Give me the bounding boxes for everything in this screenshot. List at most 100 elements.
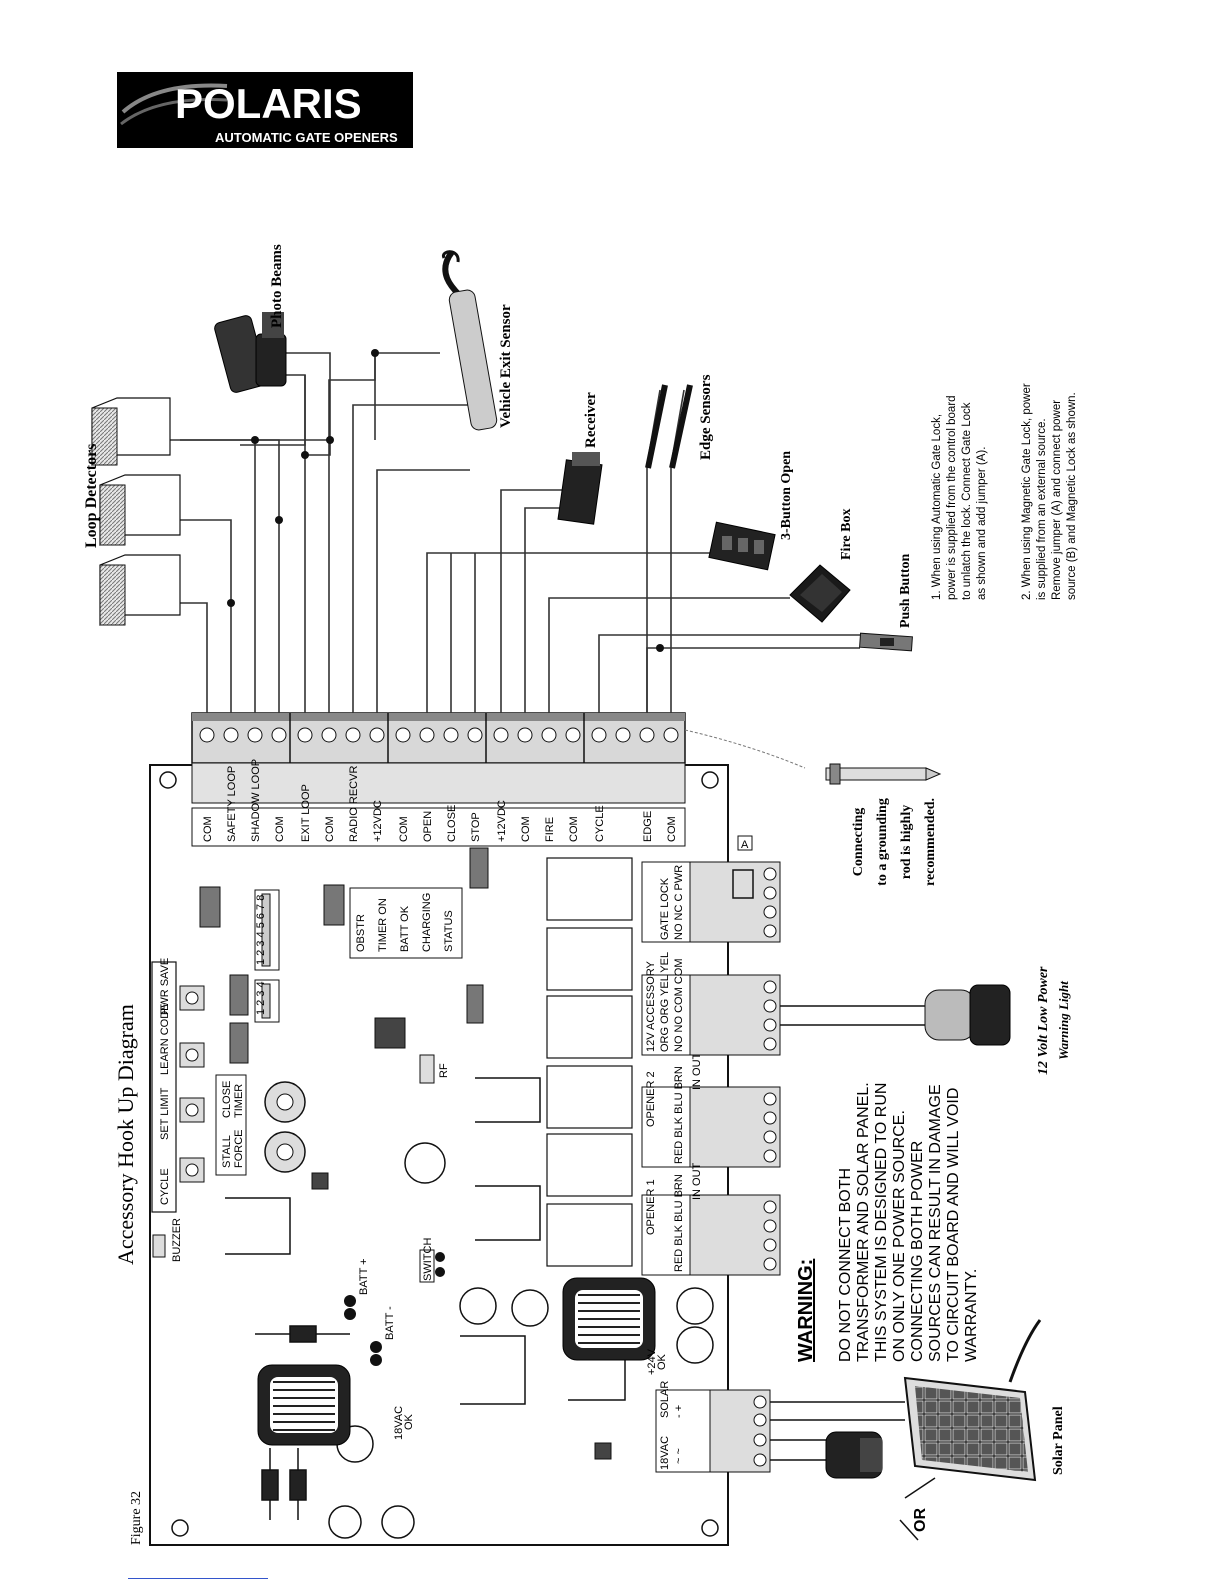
solar-label-1: SOLAR	[659, 1381, 671, 1418]
warning-line-3: THIS SYSTEM IS DESIGNED TO RUN	[873, 1083, 890, 1362]
button-label-strip	[151, 961, 177, 1213]
set-limit-button	[179, 1097, 205, 1123]
status-leds: OBSTR TIMER ON BATT OK CHARGING STATUS	[349, 887, 463, 959]
rf-connector: RF	[419, 1054, 450, 1084]
warning-line-6: SOURCES CAN RESULT IN DAMAGE	[927, 1084, 944, 1362]
warning-block: WARNING: DO NOT CONNECT BOTH TRANSFORMER…	[795, 1082, 980, 1362]
photo-beams-label: Photo Beams	[269, 244, 285, 328]
vac-term-label-1: 18VAC	[659, 1436, 671, 1470]
gate-lock-terminal: GATE LOCK NO NC C PWR A	[641, 835, 781, 943]
solar-label-2: - +	[673, 1405, 685, 1418]
close-timer-label-1: CLOSE	[221, 1081, 233, 1118]
btn-label-pwr-save: PWR SAVE	[159, 958, 171, 1015]
notes: 1. When using Automatic Gate Lock, power…	[931, 383, 1078, 600]
or-label: OR	[912, 1508, 929, 1532]
fire-box-label: Fire Box	[839, 509, 854, 560]
diodes	[255, 1325, 350, 1520]
term-safety-loop: SAFETY LOOP	[226, 766, 238, 842]
capacitors	[328, 1142, 714, 1539]
dip2-numbers: 1 2 3 4 5 6 7 8	[255, 895, 267, 965]
term-radio-recvr: RADIO RECVR	[348, 766, 360, 842]
grounding-label: Connecting to a grounding rod is highly …	[851, 798, 938, 886]
close-timer-label-2: TIMER	[233, 1084, 245, 1118]
led-batt-ok: BATT OK	[399, 905, 411, 952]
term-com-4: COM	[398, 816, 410, 842]
led-status: STATUS	[443, 910, 455, 952]
term-12vdc-1: +12VDC	[372, 800, 384, 842]
power-wires	[770, 1401, 905, 1461]
led-charging: CHARGING	[421, 893, 433, 952]
in-out-label-2: IN OUT	[691, 1052, 703, 1090]
vehicle-exit-sensor-label: Vehicle Exit Sensor	[498, 304, 514, 428]
battery-terminals: BATT + BATT -	[344, 1258, 396, 1366]
toroid-1	[562, 1277, 656, 1361]
terminal-labels: COM SAFETY LOOP SHADOW LOOP COM EXIT LOO…	[191, 759, 686, 847]
term-com-3: COM	[324, 816, 336, 842]
photo-beams	[214, 312, 287, 393]
warning-light-label-1: 12 Volt Low Power	[1036, 966, 1051, 1075]
warning-line-1: DO NOT CONNECT BOTH	[837, 1168, 854, 1362]
led-timer-on: TIMER ON	[377, 898, 389, 952]
term-edge: EDGE	[642, 811, 654, 842]
footer-link-rule	[128, 1578, 268, 1579]
warning-line-4: ON ONLY ONE POWER SOURCE.	[891, 1110, 908, 1362]
opener-2-colors: RED BLK BLU BRN	[673, 1066, 685, 1164]
term-exit-loop: EXIT LOOP	[300, 784, 312, 842]
toroid-2	[257, 1364, 351, 1446]
note-1-line-3: to unlatch the lock. Connect Gate Lock	[961, 402, 973, 600]
gate-lock-title: GATE LOCK	[659, 877, 671, 940]
btn-label-learn-code: LEARN CODE	[159, 1003, 171, 1075]
loop-detector-3	[91, 397, 171, 466]
opener-2-terminal: OPENER 2 RED BLK BLU BRN	[641, 1066, 781, 1168]
loop-detectors	[91, 397, 181, 626]
cycle-button	[179, 1157, 205, 1183]
jumper-a	[732, 869, 754, 899]
term-com-6: COM	[568, 816, 580, 842]
three-button-label: 3-Button Open	[779, 451, 794, 540]
switch-label: SWITCH	[422, 1238, 434, 1281]
term-close: CLOSE	[446, 805, 458, 842]
edge-sensors	[645, 384, 693, 469]
warning-line-5: CONNECTING BOTH POWER	[909, 1141, 926, 1362]
batt-minus-label: BATT -	[384, 1306, 396, 1340]
power-switch: SWITCH	[419, 1238, 445, 1283]
batt-plus-label: BATT +	[358, 1258, 370, 1295]
warning-heading: WARNING:	[795, 1259, 817, 1362]
loop-detectors-label: Loop Detectors	[83, 444, 100, 548]
polaris-logo: POLARIS AUTOMATIC GATE OPENERS	[117, 72, 413, 148]
btn-label-cycle: CYCLE	[159, 1168, 171, 1205]
fire-box	[789, 564, 851, 623]
gate-lock-contacts: NO NC C PWR	[673, 865, 685, 940]
figure-title: Accessory Hook Up Diagram	[113, 1004, 138, 1265]
note-2-line-1: 2. When using Magnetic Gate Lock, power	[1021, 383, 1033, 600]
note-1-line-1: 1. When using Automatic Gate Lock,	[931, 414, 943, 600]
push-button-label: Push Button	[898, 553, 913, 628]
stall-label-1: STALL	[221, 1135, 233, 1168]
terminal-strip	[191, 712, 686, 804]
pwr-save-button	[179, 985, 205, 1011]
transformer	[825, 1431, 883, 1479]
v24-ok-label-1: +24V	[646, 1348, 658, 1375]
accessory-terminal: 12V ACCESSORY ORG ORG YEL YEL NO NO COM …	[641, 952, 781, 1056]
board-buttons	[179, 985, 205, 1183]
term-shadow-loop: SHADOW LOOP	[250, 759, 262, 842]
loop-detector-1	[99, 554, 181, 626]
board-traces	[225, 1077, 626, 1405]
relays	[546, 857, 633, 1267]
solar-panel	[903, 1319, 1042, 1482]
term-com-7: COM	[666, 816, 678, 842]
warning-line-8: WARRANTY.	[963, 1269, 980, 1362]
learn-code-button	[179, 1042, 205, 1068]
v24-ok-label-2: OK	[656, 1353, 668, 1370]
loop-detector-2	[99, 474, 181, 546]
accessory-contacts: NO NO COM COM	[673, 959, 685, 1053]
chips	[199, 847, 612, 1460]
term-fire: FIRE	[544, 817, 556, 842]
term-open: OPEN	[422, 811, 434, 842]
warning-line-2: TRANSFORMER AND SOLAR PANEL.	[855, 1082, 872, 1362]
dip-switch-2: 1 2 3 4 5 6 7 8	[254, 889, 280, 971]
note-1-line-4: as shown and add jumper (A).	[976, 447, 988, 600]
grounding-line-3: rod is highly	[899, 805, 914, 879]
term-stop: STOP	[470, 812, 482, 842]
